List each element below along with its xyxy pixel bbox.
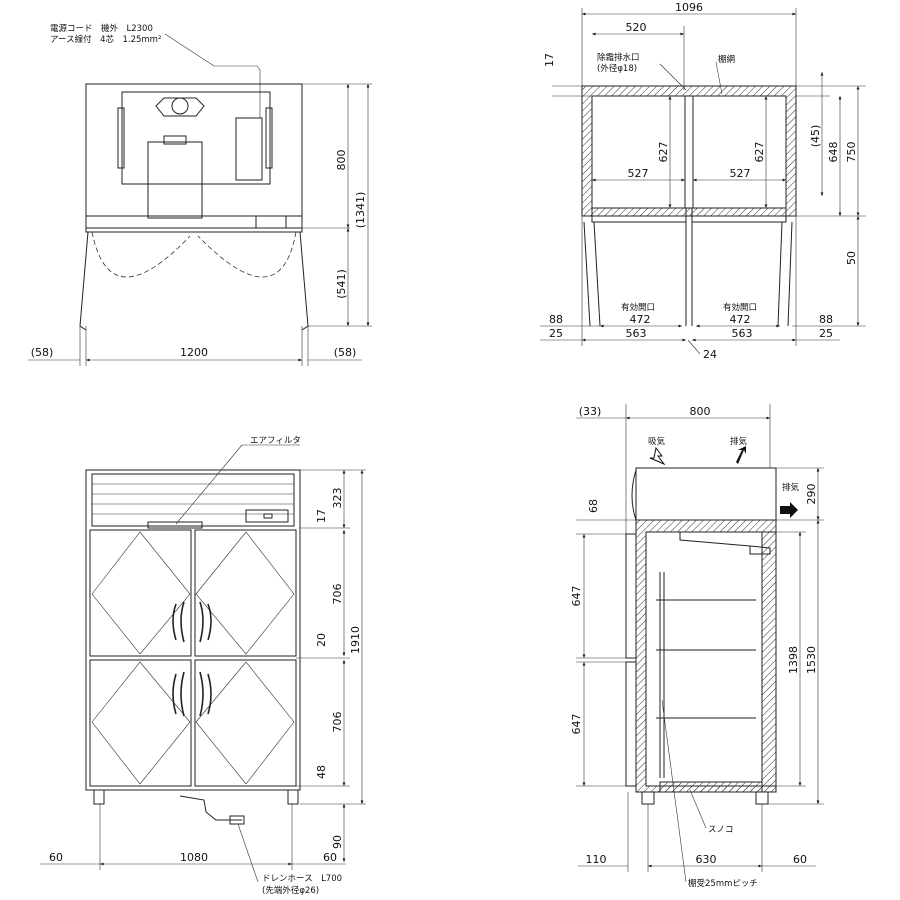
label-shelf-net: 棚網 [718, 54, 735, 65]
dim-647-bottom: 647 [570, 714, 583, 735]
insulation-wall-back [761, 531, 777, 787]
dim-60-right: 60 [323, 851, 337, 864]
dim-1530: 1530 [805, 646, 818, 674]
label-exhaust-side: 排気 [782, 482, 800, 493]
insulation-wall-front [635, 519, 777, 793]
adjuster-foot [93, 789, 105, 805]
drain-hose [179, 795, 242, 821]
door-handle[interactable] [172, 671, 185, 717]
dim-1910: 1910 [349, 626, 362, 654]
dim-647-top: 647 [570, 586, 583, 607]
dim-50: 50 [845, 251, 858, 265]
fan-motor [155, 97, 205, 117]
dim-627-right: 627 [753, 142, 766, 163]
door-upper-right[interactable] [194, 529, 297, 657]
label-drain-hose-dia: (先端外径φ26) [262, 885, 319, 896]
control-panel [245, 509, 289, 523]
side-section-view: 吸気 排気 排気 スノコ 棚受25mmピッチ (33) 800 290 1398… [570, 404, 824, 889]
door-side-lower [625, 661, 637, 787]
top-view: 電源コード 機外 L2300 アース線付 4芯 1.25mm² 800 (134… [28, 23, 372, 366]
label-air-filter: エアフィルタ [250, 436, 301, 446]
condensing-unit-outline [121, 91, 271, 185]
door-handle[interactable] [199, 601, 212, 643]
exhaust-side-arrow-icon [780, 502, 798, 518]
dim-17-top: 17 [543, 53, 556, 67]
control-box [235, 117, 263, 181]
label-exhaust-top: 排気 [730, 436, 748, 447]
dim-60-left: 60 [49, 851, 63, 864]
door-lower-left[interactable] [89, 659, 192, 787]
dim-68: 68 [587, 499, 600, 513]
dim-88-left: 88 [549, 313, 563, 326]
dim-800: 800 [335, 150, 348, 171]
dim-706-bottom: 706 [331, 712, 344, 733]
evaporator [679, 532, 771, 555]
dim-520: 520 [626, 21, 647, 34]
dim-1398: 1398 [787, 646, 800, 674]
dim-750: 750 [845, 142, 858, 163]
dim-706-top: 706 [331, 584, 344, 605]
label-intake: 吸気 [648, 436, 666, 447]
label-sunoko: スノコ [708, 825, 734, 835]
door-handle[interactable] [199, 671, 212, 717]
door-swing-right [197, 231, 297, 278]
compressor-box [147, 141, 203, 219]
dim-800-side: 800 [690, 405, 711, 418]
cabinet-front-outline [85, 469, 301, 791]
adjuster-foot [287, 789, 299, 805]
dim-472-left: 472 [630, 313, 651, 326]
cord-note-2: アース線付 4芯 1.25mm² [50, 34, 161, 45]
cord-leader [164, 33, 261, 118]
dim-290: 290 [805, 484, 818, 505]
door-upper-left[interactable] [89, 529, 192, 657]
dim-541: (541) [335, 269, 348, 299]
label-shelf-pitch: 棚受25mmピッチ [688, 878, 758, 889]
dim-648: 648 [827, 142, 840, 163]
center-mullion [684, 95, 694, 209]
dim-17-front: 17 [315, 509, 328, 523]
door-handle[interactable] [172, 601, 185, 643]
dim-563-left: 563 [626, 327, 647, 340]
label-opening-left: 有効開口 [621, 302, 655, 313]
label-drain: 除霜排水口 [597, 52, 640, 63]
dim-323: 323 [331, 488, 344, 509]
dim-88-right: 88 [819, 313, 833, 326]
dim-60-side: 60 [793, 853, 807, 866]
dim-90: 90 [331, 835, 344, 849]
dim-1080: 1080 [180, 851, 208, 864]
dim-1341: (1341) [354, 192, 367, 229]
dim-1096: 1096 [675, 1, 703, 14]
dim-527-left: 527 [628, 167, 649, 180]
dim-25-left: 25 [549, 327, 563, 340]
dim-24: 24 [703, 348, 717, 361]
dim-110: 110 [586, 853, 607, 866]
dim-33: (33) [579, 405, 602, 418]
dim-58-left: (58) [31, 346, 54, 359]
dim-472-right: 472 [730, 313, 751, 326]
label-drain-hose: ドレンホース L700 [262, 874, 342, 884]
dim-45: (45) [809, 125, 822, 148]
label-opening-right: 有効開口 [723, 302, 757, 313]
dim-563-right: 563 [732, 327, 753, 340]
dim-630: 630 [696, 853, 717, 866]
dim-48: 48 [315, 765, 328, 779]
section-plan-view: 除霜排水口 (外径φ18) 棚網 1096 520 17 627 627 527… [540, 1, 866, 361]
dim-58-right: (58) [334, 346, 357, 359]
dim-627-left: 627 [657, 142, 670, 163]
door-swing-left [91, 231, 191, 278]
door-lower-right[interactable] [194, 659, 297, 787]
machine-compartment [635, 467, 777, 521]
exhaust-arrow-icon [736, 446, 746, 464]
intake-arrow-icon [649, 446, 666, 466]
air-filter [147, 521, 203, 529]
door-side-upper [625, 533, 637, 659]
dim-25-right: 25 [819, 327, 833, 340]
label-drain-dia: (外径φ18) [597, 63, 637, 74]
dim-527-right: 527 [730, 167, 751, 180]
dim-1200: 1200 [180, 346, 208, 359]
dim-20: 20 [315, 633, 328, 647]
cord-note-1: 電源コード 機外 L2300 [50, 23, 153, 34]
front-view: エアフィルタ ドレンホース L700 (先端外径φ2 [40, 436, 366, 896]
